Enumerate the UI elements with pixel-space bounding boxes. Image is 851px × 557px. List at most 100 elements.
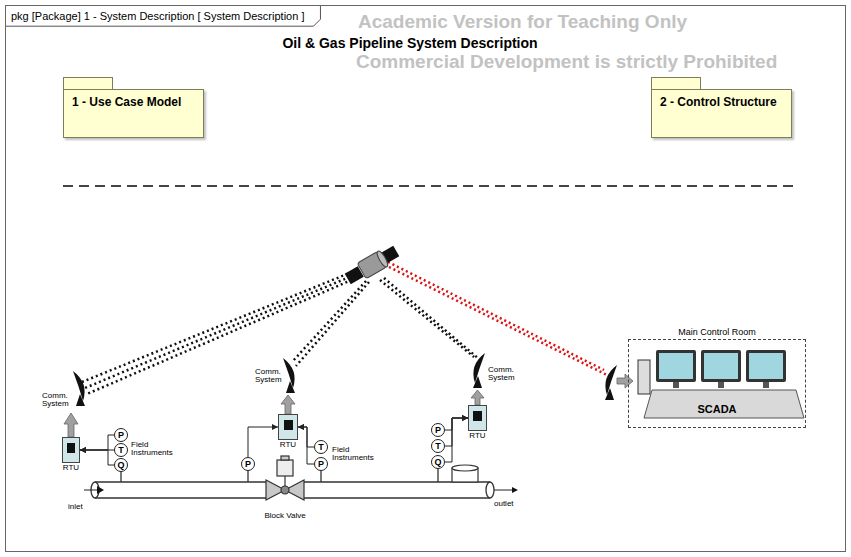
block-valve bbox=[284, 476, 285, 486]
rtu-unit: RTU bbox=[468, 405, 487, 431]
room-label: Main Control Room bbox=[678, 328, 756, 337]
uplink-arrow bbox=[617, 374, 633, 388]
rtu-display bbox=[284, 420, 293, 430]
pipeline bbox=[494, 490, 512, 491]
block-valve bbox=[277, 460, 293, 476]
scada-workstation bbox=[659, 353, 693, 379]
rtu-label: RTU bbox=[280, 441, 296, 449]
signal-wire bbox=[80, 450, 114, 465]
package-tab bbox=[63, 77, 113, 90]
instrument-letter: P bbox=[245, 460, 251, 469]
control-room-link bbox=[389, 267, 607, 375]
antenna-label: Comm. System bbox=[42, 392, 69, 409]
antenna-label: Comm. System bbox=[488, 366, 515, 383]
dish-antenna bbox=[283, 358, 295, 393]
pipeline bbox=[95, 482, 268, 498]
control-room-link bbox=[388, 262, 604, 370]
antenna-label: Comm. System bbox=[255, 368, 282, 385]
block-valve bbox=[266, 456, 304, 500]
frame-tab-outline bbox=[6, 6, 320, 26]
scada-workstation bbox=[701, 350, 741, 382]
satellite-link bbox=[82, 270, 357, 382]
package-name: 1 - Use Case Model bbox=[64, 90, 189, 114]
dish-antenna bbox=[73, 371, 85, 406]
rtu-display bbox=[473, 411, 482, 421]
dish-antenna bbox=[473, 353, 485, 388]
separator-line bbox=[63, 185, 795, 187]
package-name: 2 - Control Structure bbox=[652, 90, 785, 114]
instrument-letter: T bbox=[318, 443, 324, 452]
system-name: SCADA bbox=[694, 403, 739, 415]
instrument-letter: P bbox=[118, 431, 124, 440]
instrument-group-label: Field Instruments bbox=[131, 441, 173, 458]
uplink-arrow bbox=[281, 395, 295, 414]
watermark: Commercial Development is strictly Prohi… bbox=[356, 52, 777, 73]
signal-wire bbox=[80, 435, 114, 450]
instrument-letter: P bbox=[318, 460, 324, 469]
scada-workstation bbox=[749, 353, 783, 379]
scada-workstation bbox=[704, 353, 738, 379]
instrument-circle: P bbox=[114, 428, 128, 442]
pipeline bbox=[97, 486, 104, 494]
scada-workstation bbox=[746, 350, 786, 382]
diagram-title: Oil & Gas Pipeline System Description bbox=[282, 35, 537, 51]
scada-workstation bbox=[673, 382, 679, 388]
instrument-circle: T bbox=[314, 440, 328, 454]
satellite-link bbox=[87, 276, 361, 394]
package-tab bbox=[651, 77, 701, 90]
scada-workstation bbox=[644, 390, 804, 418]
flow-label: inlet bbox=[68, 503, 83, 511]
diagram-frame: pkg [Package] 1 - System Description [ S… bbox=[5, 5, 846, 552]
package-box: 2 - Control Structure bbox=[651, 89, 792, 138]
rtu-label: RTU bbox=[469, 432, 485, 440]
instrument-circle: P bbox=[314, 457, 328, 471]
scada-workstation bbox=[656, 350, 696, 382]
instrument-tap bbox=[320, 471, 321, 483]
uplink-arrow bbox=[64, 374, 633, 437]
uplink-arrow bbox=[64, 413, 78, 437]
satellite-link bbox=[384, 278, 479, 359]
satellite bbox=[375, 250, 389, 269]
pipeline bbox=[302, 482, 490, 498]
valve-label: Block Valve bbox=[264, 512, 305, 520]
pipeline bbox=[486, 482, 494, 498]
scada-workstation bbox=[638, 360, 650, 394]
block-valve bbox=[281, 456, 289, 460]
rtu-display bbox=[67, 443, 75, 453]
instrument-letter: Q bbox=[434, 458, 441, 467]
instrument-circle: P bbox=[241, 457, 255, 471]
instrument-tap bbox=[247, 471, 248, 483]
signal-wire bbox=[445, 418, 468, 430]
rtu-unit: RTU bbox=[278, 414, 298, 440]
satellite-link bbox=[82, 270, 479, 394]
signal-wire bbox=[445, 418, 468, 462]
pipeline bbox=[512, 487, 518, 493]
frame-tab-label: pkg [Package] 1 - System Description [ S… bbox=[6, 7, 320, 26]
storage-tank bbox=[452, 465, 478, 471]
signal-wire bbox=[298, 427, 314, 464]
instrument-tap bbox=[120, 472, 121, 483]
instrument-circle: Q bbox=[114, 458, 128, 472]
dish-antenna bbox=[605, 365, 617, 400]
scada-workstation bbox=[763, 382, 769, 388]
satellite-link bbox=[85, 273, 359, 388]
rtu-unit: RTU bbox=[62, 437, 80, 463]
instrument-tap bbox=[437, 469, 438, 483]
scada-workstation bbox=[718, 382, 724, 388]
storage-tank bbox=[452, 465, 478, 482]
control-room-box: Main Control RoomSCADA bbox=[628, 339, 806, 428]
signal-wire bbox=[298, 427, 314, 447]
signal-wire bbox=[445, 418, 468, 446]
instrument-letter: T bbox=[118, 446, 124, 455]
flow-label: outlet bbox=[494, 500, 514, 508]
package-box: 1 - Use Case Model bbox=[63, 89, 204, 138]
satellite-link bbox=[380, 280, 474, 357]
instrument-letter: T bbox=[435, 442, 441, 451]
instrument-circle: Q bbox=[431, 455, 445, 469]
control-room-link bbox=[388, 262, 607, 375]
satellite-link bbox=[296, 282, 369, 366]
watermark: Academic Version for Teaching Only bbox=[358, 12, 687, 33]
